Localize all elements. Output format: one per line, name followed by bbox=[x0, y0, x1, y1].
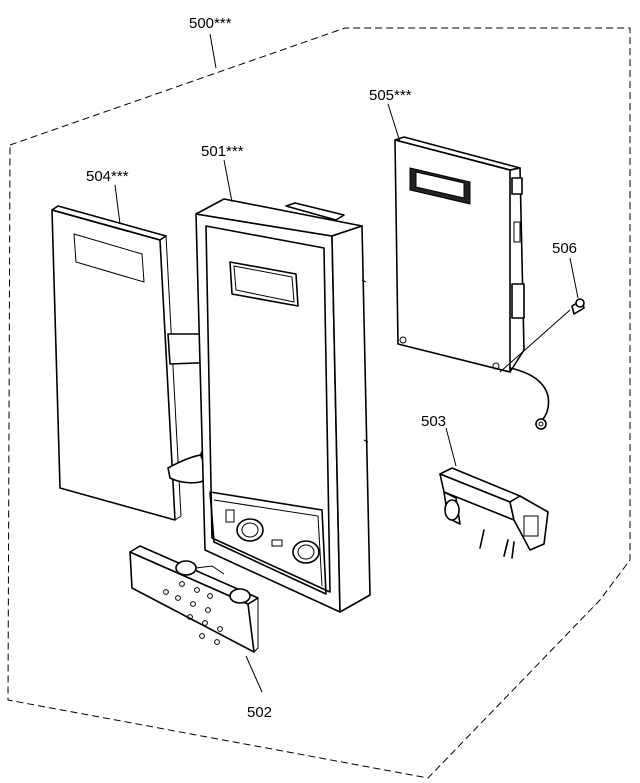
label-502: 502 bbox=[247, 704, 272, 721]
label-500: 500*** bbox=[189, 15, 232, 32]
label-503: 503 bbox=[421, 413, 446, 430]
label-505: 505*** bbox=[369, 87, 412, 104]
label-501: 501*** bbox=[201, 143, 244, 160]
control-board-part bbox=[394, 136, 550, 430]
assembly-boundary bbox=[7, 27, 631, 779]
label-504: 504*** bbox=[86, 168, 129, 185]
front-panel-part bbox=[195, 198, 371, 613]
keypad-button-part bbox=[129, 545, 259, 654]
screw-part bbox=[499, 298, 585, 373]
leader-lines bbox=[114, 33, 579, 693]
label-506: 506 bbox=[552, 240, 577, 257]
latch-board-part bbox=[439, 467, 549, 559]
